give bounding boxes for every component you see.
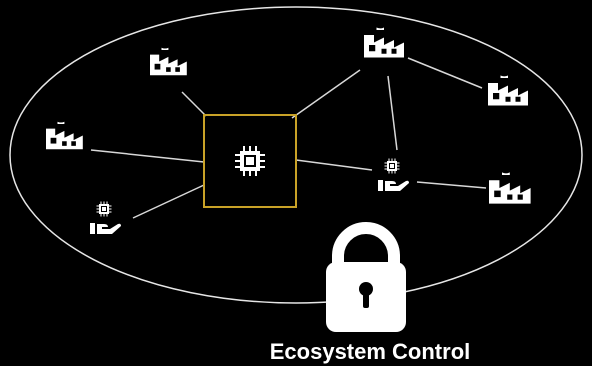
connection-line: [387, 75, 398, 151]
connection-line: [407, 57, 483, 89]
connection-line: [416, 181, 487, 189]
central-hub: [203, 114, 297, 208]
chip-icon: [235, 146, 265, 176]
factory-icon: [150, 47, 187, 76]
chip-in-hand-icon: [90, 202, 121, 235]
factory-icon: [46, 121, 83, 150]
connection-line: [291, 69, 361, 119]
connection-line: [90, 149, 205, 163]
ecosystem-boundary: [9, 6, 583, 304]
factory-icon: [489, 172, 531, 204]
diagram-caption: Ecosystem Control: [269, 339, 471, 364]
connection-lines: [90, 57, 487, 219]
factory-icon: [488, 75, 528, 106]
connection-line: [295, 159, 373, 171]
factory-icon: [364, 27, 404, 58]
hub-frame: [203, 114, 297, 208]
padlock-icon: [326, 222, 406, 332]
connection-line: [132, 184, 205, 219]
chip-in-hand-icon: [378, 159, 409, 192]
connection-line: [181, 91, 207, 117]
